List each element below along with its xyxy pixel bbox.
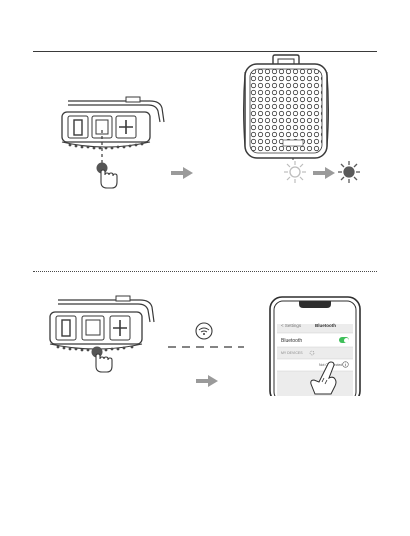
- settings-back-link[interactable]: < Settings: [281, 323, 301, 328]
- light-bright-icon: [337, 160, 361, 184]
- hand-press-icon: [87, 344, 117, 374]
- section-divider-top: [33, 51, 377, 52]
- bluetooth-row-label: Bluetooth: [281, 338, 302, 344]
- phone-icon: < Settings Bluetooth Bluetooth MY DEVICE…: [269, 296, 361, 396]
- arrow-right-icon: [312, 166, 336, 180]
- info-icon[interactable]: [342, 361, 349, 368]
- arrow-right-icon: [170, 166, 194, 180]
- arrow-right-icon: [195, 374, 219, 388]
- hand-tap-icon: [309, 360, 339, 396]
- hand-press-icon: [92, 160, 122, 190]
- toggle-knob: [344, 338, 349, 343]
- screen-title: Bluetooth: [315, 323, 336, 328]
- bluetooth-icon: [166, 322, 246, 352]
- speaker-front-icon: [243, 54, 329, 162]
- light-dim-icon: [283, 160, 307, 184]
- loading-spinner-icon: [309, 350, 315, 356]
- my-devices-header: MY DEVICES: [281, 351, 303, 355]
- section-divider-middle: [33, 271, 377, 272]
- bluetooth-toggle[interactable]: [339, 337, 349, 343]
